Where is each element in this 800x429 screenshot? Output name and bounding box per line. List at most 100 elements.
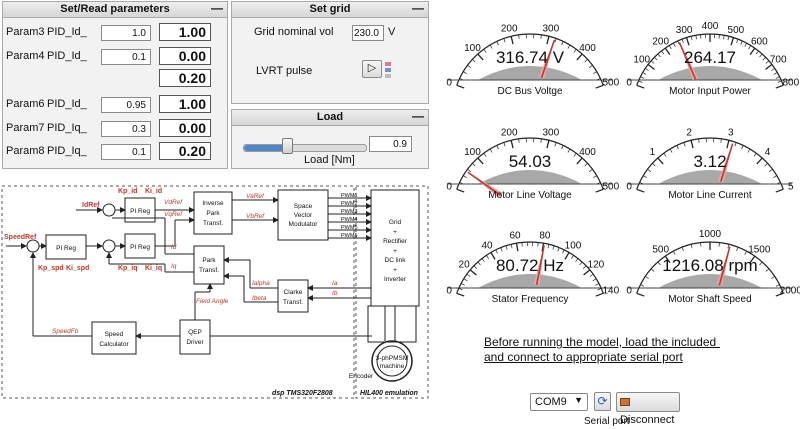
gauge-minor-tick	[589, 168, 593, 172]
param3-read-value: 1.00	[159, 23, 211, 41]
field-angle-label: Field Angle	[196, 298, 229, 305]
kp-spd-label: Kp_spd	[38, 265, 64, 272]
grid-nominal-input[interactable]: 230.0	[352, 25, 384, 41]
gauge-arc	[456, 33, 604, 86]
param3-set-input[interactable]: 1.0	[101, 25, 151, 41]
gauge-hub	[658, 66, 762, 80]
gauge-minor-tick	[473, 265, 478, 269]
gauge-arc	[456, 137, 604, 190]
gauge-tick-label: 0	[446, 182, 452, 193]
gauge-hub	[478, 66, 582, 80]
gauge-hub	[658, 274, 762, 288]
gauge-major-tick	[756, 157, 763, 165]
gauge-minor-tick	[554, 142, 557, 147]
kp-iq-label: Kp_iq	[118, 265, 137, 272]
gauge-tick-label: 400	[579, 147, 596, 158]
lvrt-pulse-play-button[interactable]: ▷	[362, 60, 382, 78]
gauge-tick-label: 100	[464, 43, 481, 54]
pwm5-label: PWM5	[341, 225, 358, 231]
gauge-major-tick	[775, 84, 784, 89]
gauge-minor-tick	[639, 181, 644, 185]
grid-inverter-block	[370, 189, 420, 307]
gauge-minor-tick	[503, 142, 506, 147]
gauge-minor-tick	[759, 261, 763, 266]
param-label: Param4	[6, 50, 45, 62]
gauge-major-tick	[510, 140, 514, 149]
instruction-note-line2: and connect to appropriate serial port	[484, 350, 683, 364]
disconnect-button[interactable]: Disconnect	[616, 392, 680, 426]
grid-nominal-label: Grid nominal vol	[254, 26, 334, 38]
park-text-2: Transf.	[199, 267, 219, 274]
serial-port-select[interactable]: COM9 ▼	[530, 393, 588, 411]
gauge-tick-label: 80	[539, 230, 551, 241]
speed-fb-label: SpeedFb	[52, 328, 79, 335]
gauge-minor-tick	[496, 41, 499, 46]
load-slider-label: Load [Nm]	[304, 154, 355, 166]
vb-ref-label: VbRef	[246, 213, 265, 220]
lvrt-indicator-bottom	[385, 74, 391, 78]
param-name: PID_Id_Ki	[47, 50, 87, 62]
gauge-minor-tick	[775, 284, 780, 287]
gauge-major-tick	[595, 188, 604, 193]
refresh-ports-button[interactable]: ⟳	[594, 392, 611, 411]
gauge-tick-label: 0	[446, 286, 452, 297]
gauge-minor-tick	[642, 72, 647, 75]
gauge-value: 264.17	[684, 48, 736, 67]
gauge-tick-label: 300	[542, 128, 559, 139]
set-grid-title: Set grid	[232, 2, 428, 18]
gauge-minor-tick	[477, 261, 481, 266]
load-slider-thumb[interactable]	[281, 138, 293, 154]
grid-text-2: +	[393, 229, 397, 236]
park-text-1: Park	[202, 257, 216, 264]
set-read-title: Set/Read parameters	[3, 2, 227, 18]
clarke-block	[277, 279, 309, 313]
gauge-minor-tick	[657, 53, 661, 58]
gauge-minor-tick	[582, 265, 587, 269]
gauge-minor-tick	[661, 50, 665, 55]
param6-set-input[interactable]: 0.95	[101, 97, 151, 113]
load-slider[interactable]	[243, 144, 367, 152]
param8-read-value: 0.20	[159, 142, 211, 160]
gauge-major-tick	[595, 84, 604, 89]
gauge-minor-tick	[567, 148, 571, 153]
param4-set-input[interactable]: 0.1	[101, 49, 151, 65]
gauge-tick-label: 500	[728, 25, 745, 36]
qep-driver-block	[179, 319, 211, 355]
gauge-needle	[535, 245, 545, 285]
gauge-minor-tick	[467, 64, 471, 68]
gauge-minor-tick	[489, 148, 493, 153]
load-value-input[interactable]: 0.9	[369, 136, 412, 152]
gauge-tick-label: 100	[464, 147, 481, 158]
qep-text-2: Driver	[186, 339, 204, 346]
gauge-value: 54.03	[508, 152, 552, 171]
collapse-set-read-button[interactable]: —	[211, 1, 223, 15]
gauge-major-tick	[595, 292, 604, 297]
speed-ref-label: SpeedRef	[4, 234, 37, 241]
gauge-tick-label: 120	[588, 260, 605, 271]
gauge-minor-tick	[640, 284, 645, 287]
gauge-minor-tick	[495, 249, 498, 254]
gauge-title: Motor Shaft Speed	[668, 294, 752, 305]
gauge-minor-tick	[753, 153, 757, 157]
qep-text-1: QEP	[188, 329, 202, 336]
param8-set-input[interactable]: 0.1	[101, 144, 151, 160]
gauge-minor-tick	[466, 273, 471, 277]
collapse-set-grid-button[interactable]: —	[412, 1, 424, 15]
gauge-needle	[467, 171, 502, 196]
param7-set-input[interactable]: 0.3	[101, 121, 151, 137]
svm-block	[277, 189, 329, 241]
gauge-title: Motor Line Voltage	[488, 190, 572, 201]
ki-iq-label: Ki_iq	[145, 265, 162, 272]
gauge-minor-tick	[748, 45, 752, 50]
gauge-minor-tick	[592, 278, 597, 282]
gauge-minor-tick	[643, 175, 647, 178]
gauge-minor-tick	[645, 68, 649, 71]
collapse-load-button[interactable]: —	[412, 109, 424, 123]
gauge-minor-tick	[510, 244, 513, 249]
gauge-minor-tick	[579, 261, 583, 266]
gauge-minor-tick	[762, 57, 766, 61]
gauge-minor-tick	[561, 41, 564, 46]
gauge-major-tick	[541, 243, 545, 252]
gauge-minor-tick	[690, 244, 693, 249]
